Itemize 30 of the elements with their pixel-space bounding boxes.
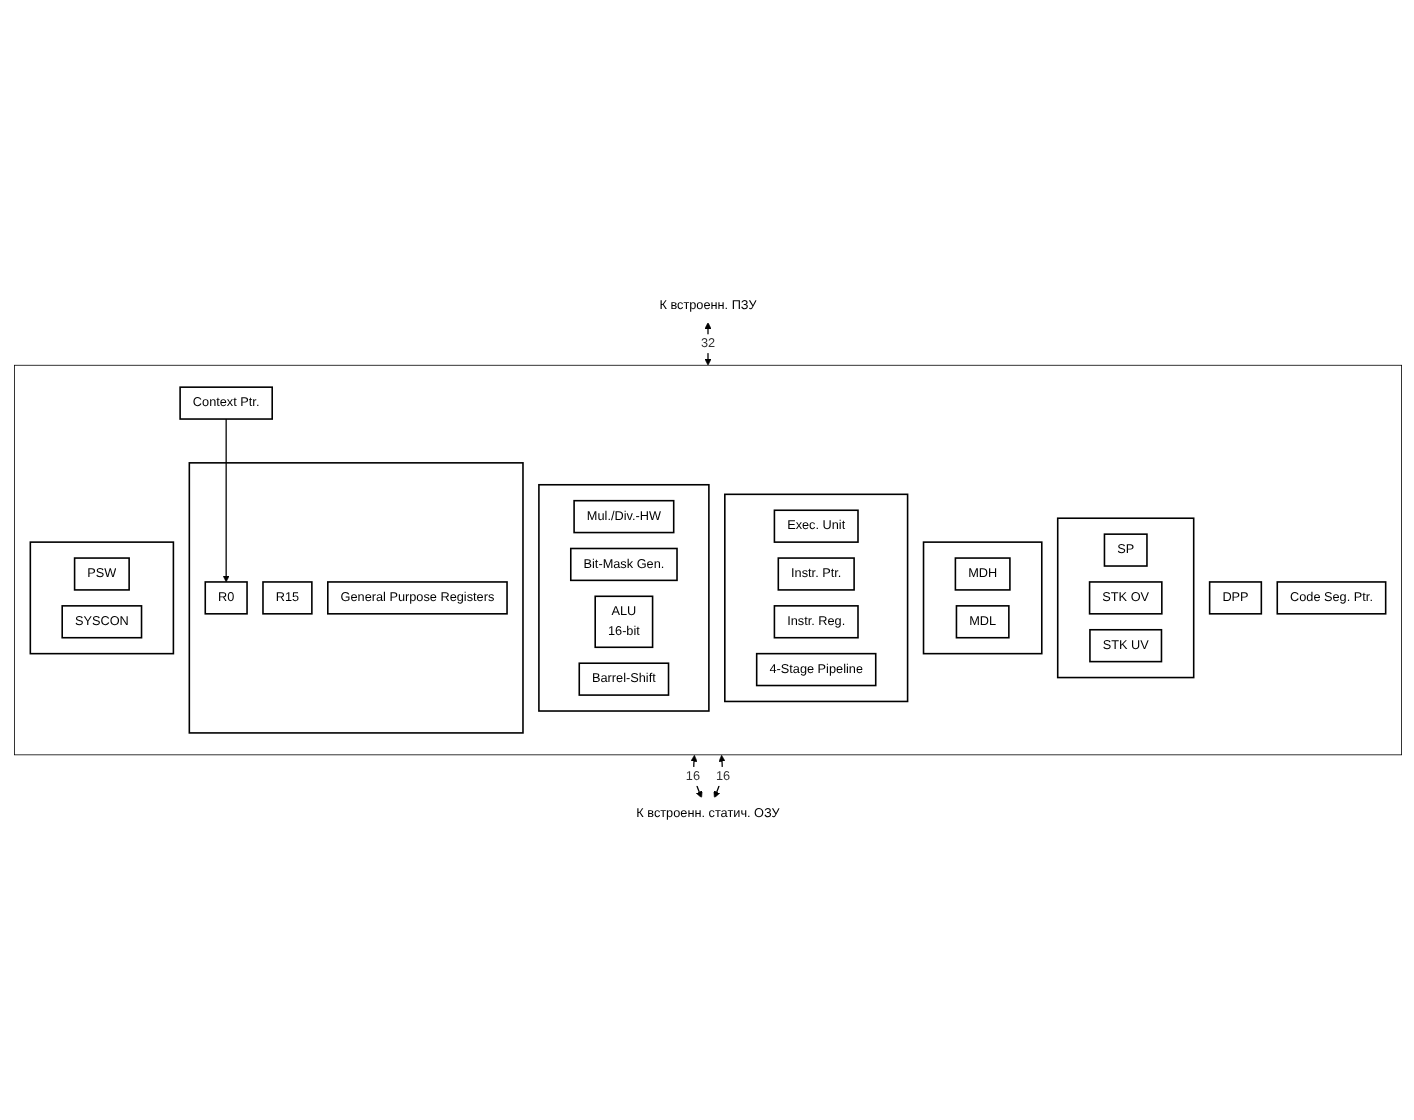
node-box (60, 605, 142, 639)
node-box (954, 605, 1009, 639)
cluster (28, 541, 174, 655)
node-box (1207, 581, 1262, 615)
node-box (593, 595, 653, 648)
node-box (72, 557, 129, 591)
node-box (577, 662, 669, 696)
cluster (921, 541, 1042, 655)
cluster (1055, 517, 1194, 679)
cluster (13, 364, 1401, 756)
cluster (537, 483, 709, 712)
node-box (261, 581, 312, 615)
node-box (754, 652, 876, 687)
node-box (1087, 581, 1162, 615)
node-box (953, 557, 1010, 591)
node-box (203, 581, 247, 615)
node-box (1088, 628, 1162, 663)
node-box (772, 605, 858, 639)
arrow (689, 754, 702, 799)
node-box (776, 557, 854, 591)
node-box (178, 386, 272, 420)
arrow (221, 418, 229, 583)
node-box (772, 509, 858, 543)
node-box (568, 547, 677, 582)
cluster (187, 462, 523, 734)
cluster (723, 493, 908, 703)
node-box (572, 499, 674, 534)
node-box (1275, 581, 1386, 615)
node-box (1102, 533, 1147, 567)
node-box (326, 581, 507, 615)
